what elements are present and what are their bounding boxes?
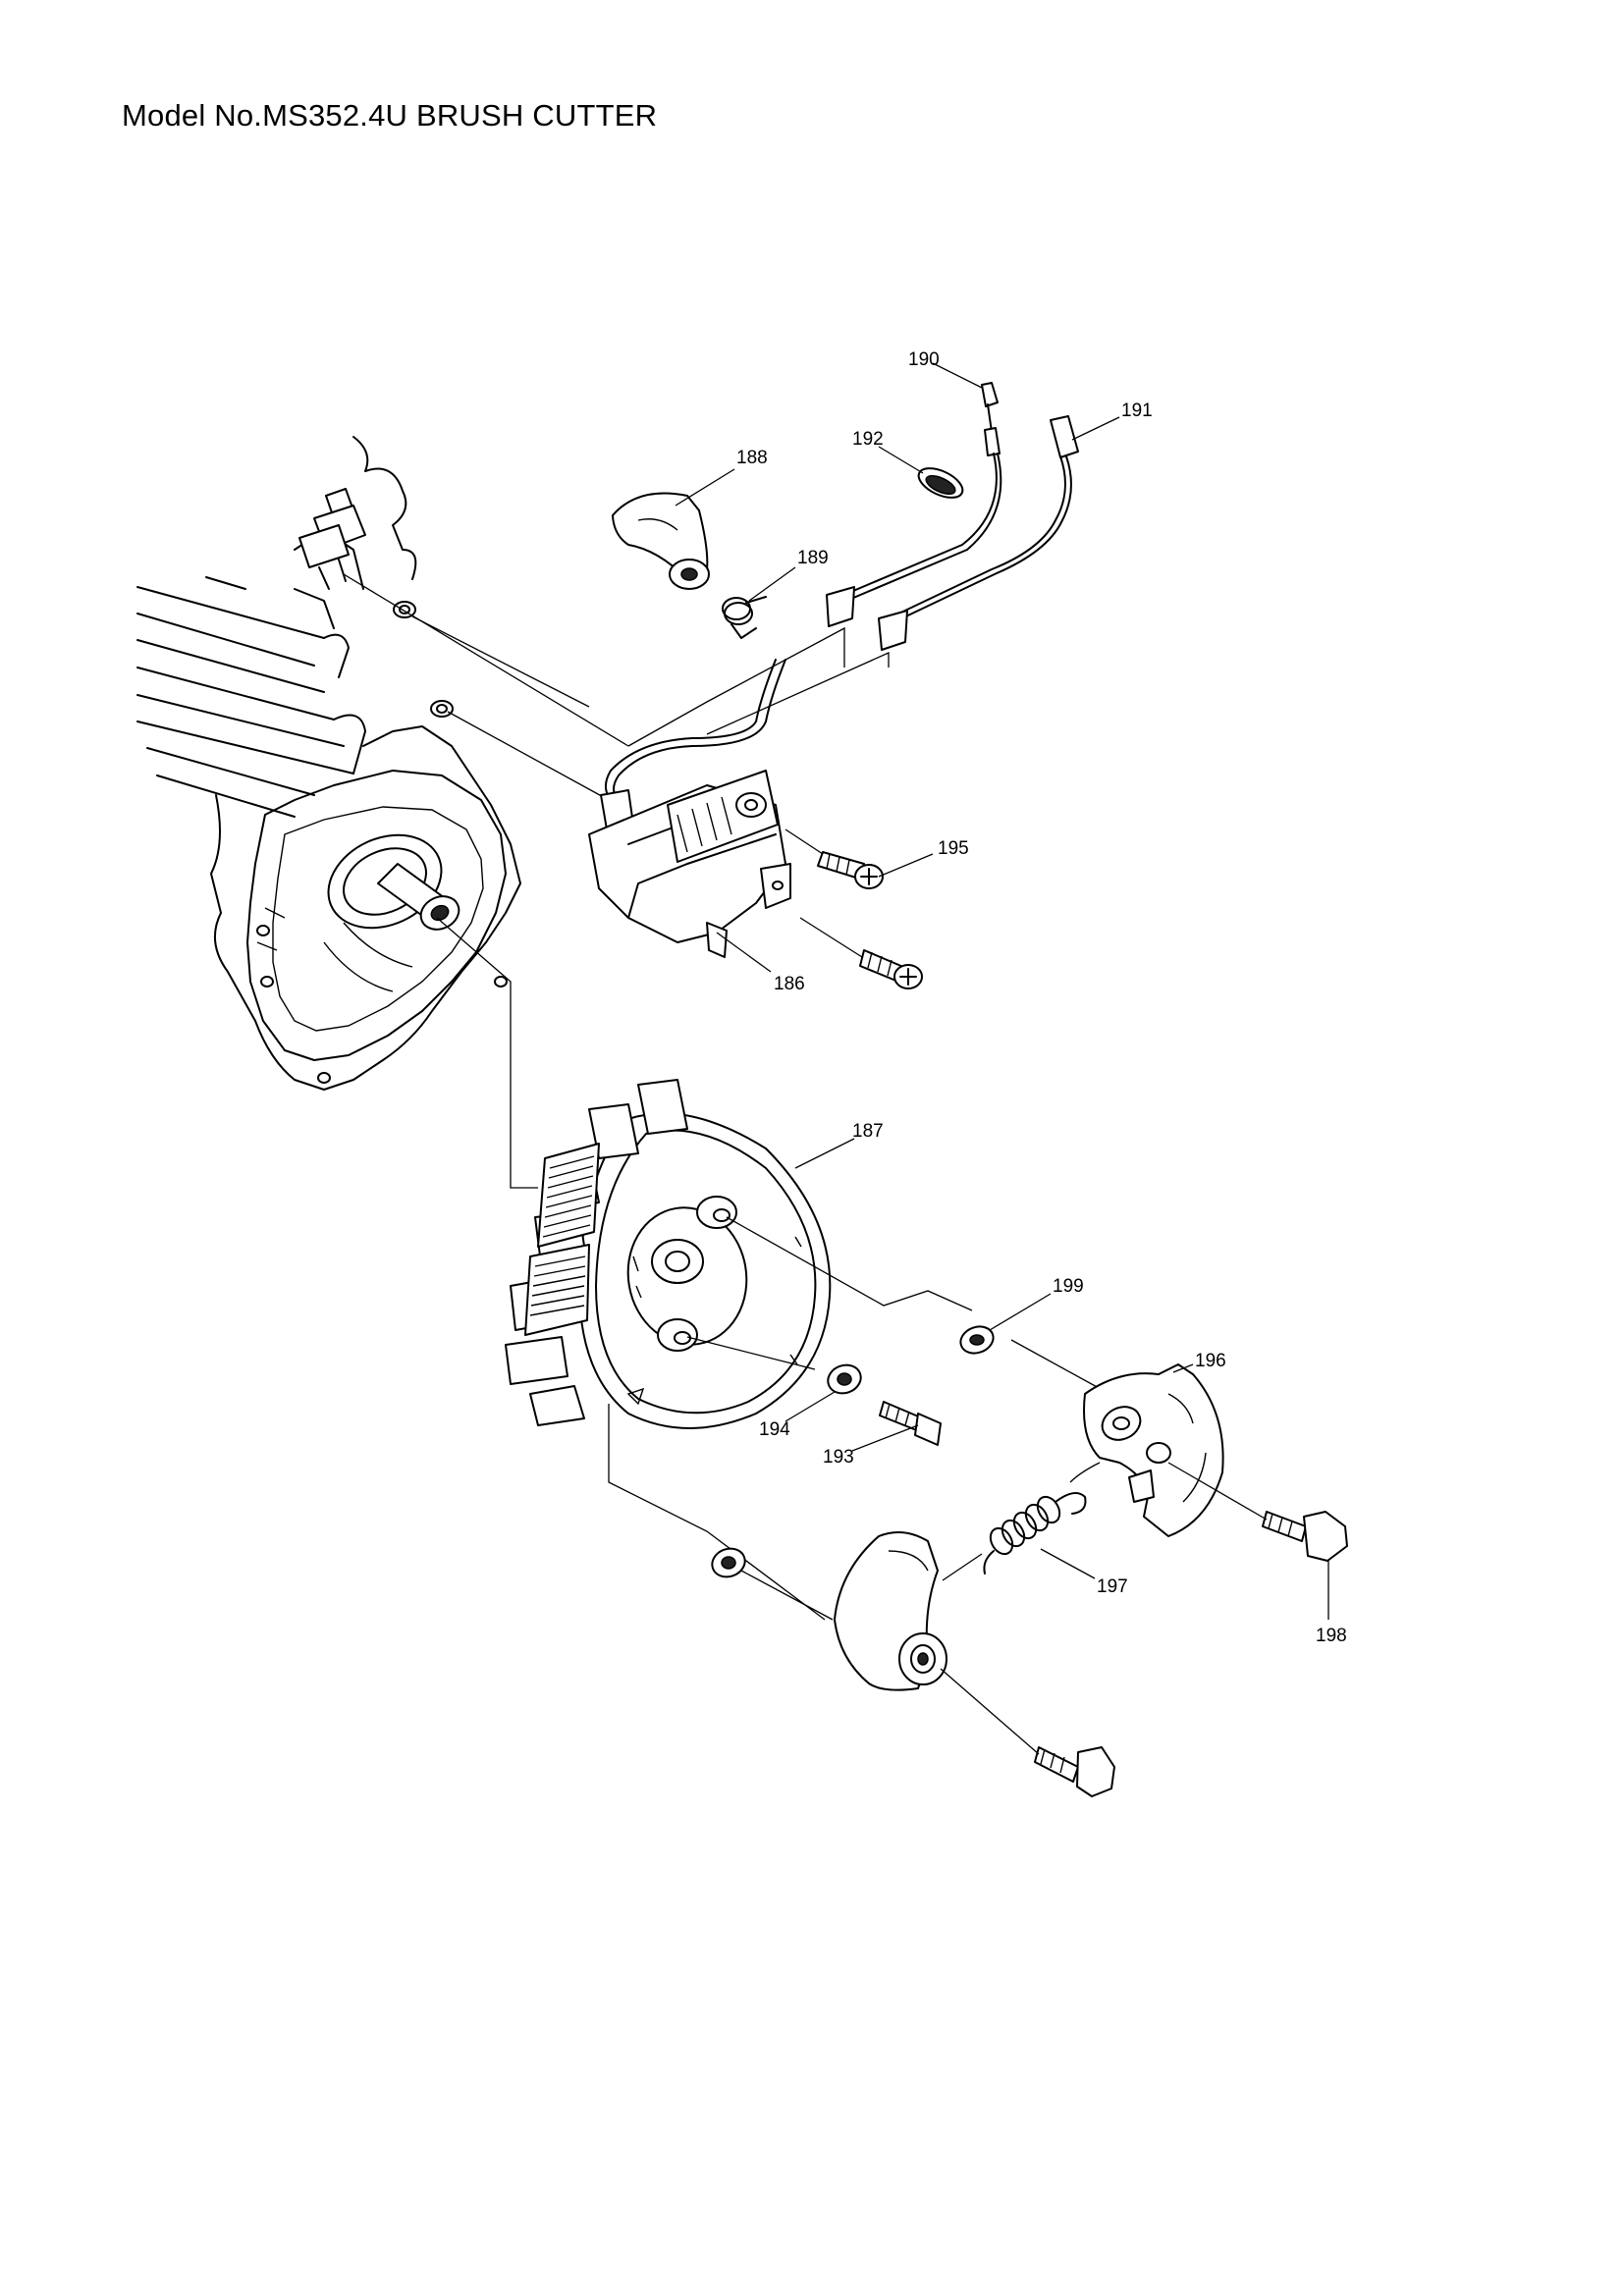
svg-text:188: 188 (736, 448, 768, 468)
spark-plug (298, 488, 366, 590)
lower-clutch-shoe (834, 1531, 983, 1691)
svg-text:187: 187 (852, 1121, 884, 1142)
svg-text:195: 195 (938, 838, 969, 859)
clutch-link-line (1069, 1462, 1101, 1483)
part-196-clutch-shoe (1083, 1363, 1224, 1537)
part-190-terminal (834, 382, 1002, 605)
callout-199: 199 (989, 1276, 1084, 1331)
part-193-bolt (879, 1401, 942, 1446)
svg-text:194: 194 (759, 1419, 790, 1440)
part-199-washer (959, 1325, 995, 1355)
assembly-reference-lines (343, 573, 890, 1189)
callout-193: 193 (823, 1424, 919, 1468)
svg-text:190: 190 (908, 349, 940, 370)
page-title: Model No.MS352.4U BRUSH CUTTER (122, 98, 658, 133)
svg-text:199: 199 (1053, 1276, 1084, 1297)
svg-text:191: 191 (1121, 400, 1153, 421)
part-189-spring (722, 596, 767, 639)
part-187-flywheel (505, 1079, 832, 1429)
svg-text:198: 198 (1316, 1626, 1347, 1646)
coil-lower-screw (799, 917, 923, 989)
engine-crankcase-drawing (136, 436, 521, 1091)
callout-190: 190 (908, 349, 983, 389)
callout-192: 192 (852, 429, 924, 474)
callout-187: 187 (794, 1121, 884, 1169)
callout-198: 198 (1316, 1561, 1347, 1646)
part-197-spring (983, 1492, 1087, 1575)
callout-188: 188 (675, 448, 768, 507)
part-198-bolt (1167, 1462, 1348, 1562)
svg-text:189: 189 (797, 548, 829, 568)
callout-196: 196 (1172, 1351, 1226, 1373)
clutch-bottom-washer (711, 1547, 834, 1621)
part-186-ignition-coil (588, 659, 791, 958)
callout-189: 189 (748, 548, 829, 602)
part-191-terminal (888, 415, 1079, 623)
svg-text:196: 196 (1195, 1351, 1226, 1371)
svg-text:192: 192 (852, 429, 884, 450)
wire-connector-b (878, 610, 908, 651)
part-195-screw (784, 828, 884, 889)
part-188-plug-cap (612, 492, 710, 590)
svg-text:197: 197 (1097, 1576, 1128, 1597)
part-194-washer (827, 1363, 862, 1395)
lower-clutch-bolt (940, 1668, 1115, 1797)
wire-connector-a (826, 586, 855, 627)
callout-197: 197 (1040, 1548, 1128, 1597)
flywheel-assembly-lines (608, 1216, 1110, 1621)
callout-191: 191 (1071, 400, 1153, 441)
svg-text:193: 193 (823, 1447, 854, 1468)
callout-186: 186 (716, 932, 805, 994)
part-192-grommet (917, 467, 964, 499)
svg-text:186: 186 (774, 974, 805, 994)
callout-195: 195 (878, 838, 969, 878)
callout-194: 194 (759, 1391, 836, 1440)
